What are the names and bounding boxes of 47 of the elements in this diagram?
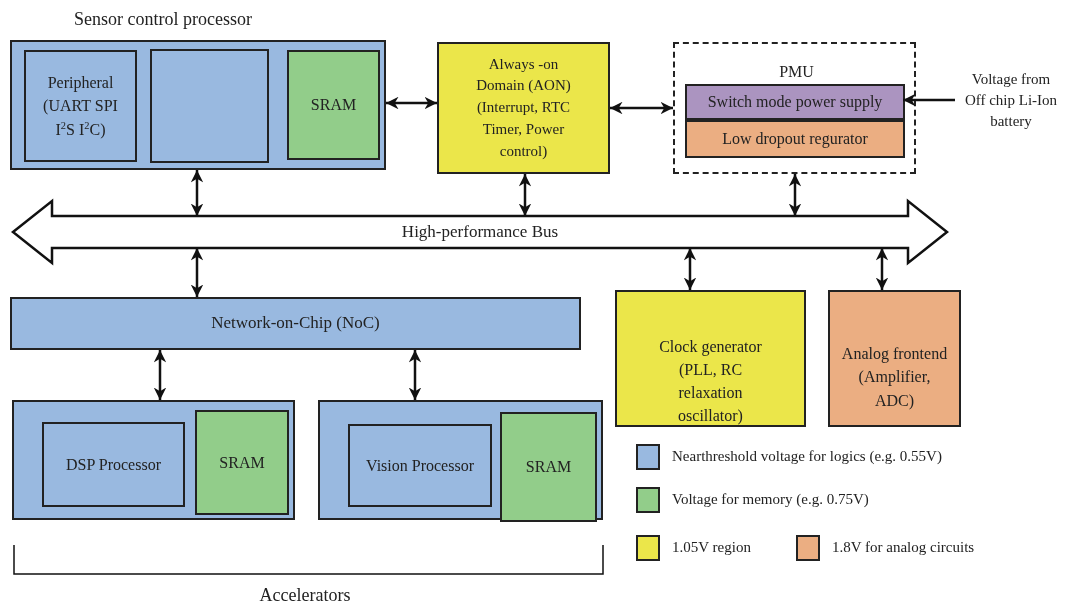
arrow [610,101,673,115]
clock-box [615,290,806,427]
arrow [903,93,955,107]
memory-box [195,410,289,515]
node-label: SRAM [218,452,266,473]
arrow [190,248,204,297]
node-label: Switch mode power supply [706,92,884,113]
arrow [408,350,422,400]
node-label: Vision Processor [365,455,475,476]
node-label: SRAM [309,95,358,116]
arrow [788,174,802,216]
memory-box [287,50,380,160]
dsp-box [42,422,185,507]
node-label: Always -on Domain (AON) (Interrupt, RTC Timer, Power control) [475,54,572,161]
group-label: Accelerators [258,585,352,607]
arrow [683,248,697,290]
node-label: Low dropout regurator [721,129,869,150]
arrow [153,350,167,400]
arrow [386,96,437,110]
memory-box [500,412,597,522]
panel-heading: Sensor control processor [73,7,252,31]
node-label: Clock generator (PLL, RC relaxation oscillator) [658,336,763,427]
aon-box [437,42,610,174]
arrow [190,170,204,216]
accelerator-box [318,400,603,520]
analog-box [828,290,961,427]
pmu-group [673,42,916,174]
noc-box [10,297,581,350]
processor-box [150,49,269,163]
legend-label: 1.05V region [672,538,751,557]
power-supply-box [685,84,905,120]
node-label: Peripheral (UART SPI I$^{2}$S I$^{2}$C) [42,73,119,140]
legend-label: Voltage for memory (e.g. 0.75V) [672,490,869,509]
voltage-source-text: Voltage from Off chip Li-Ion battery [963,69,1059,131]
peripheral-box [24,50,137,162]
legend-label: Nearthreshold voltage for logics (e.g. 0.55V) [672,447,942,466]
accelerator-box [12,400,295,520]
arrow [518,174,532,216]
group-heading: PMU [778,62,815,83]
arrow [875,248,889,290]
regulator-box [685,120,905,158]
legend-label: 1.8V for analog circuits [832,538,975,557]
node-label: Network-on-Chip (NoC) [210,312,381,335]
node-label: SRAM [524,457,573,478]
vision-box [348,424,492,507]
node-label: DSP Processor [65,454,162,475]
node-label: Analog frontend (Amplifier, ADC) [840,344,949,412]
